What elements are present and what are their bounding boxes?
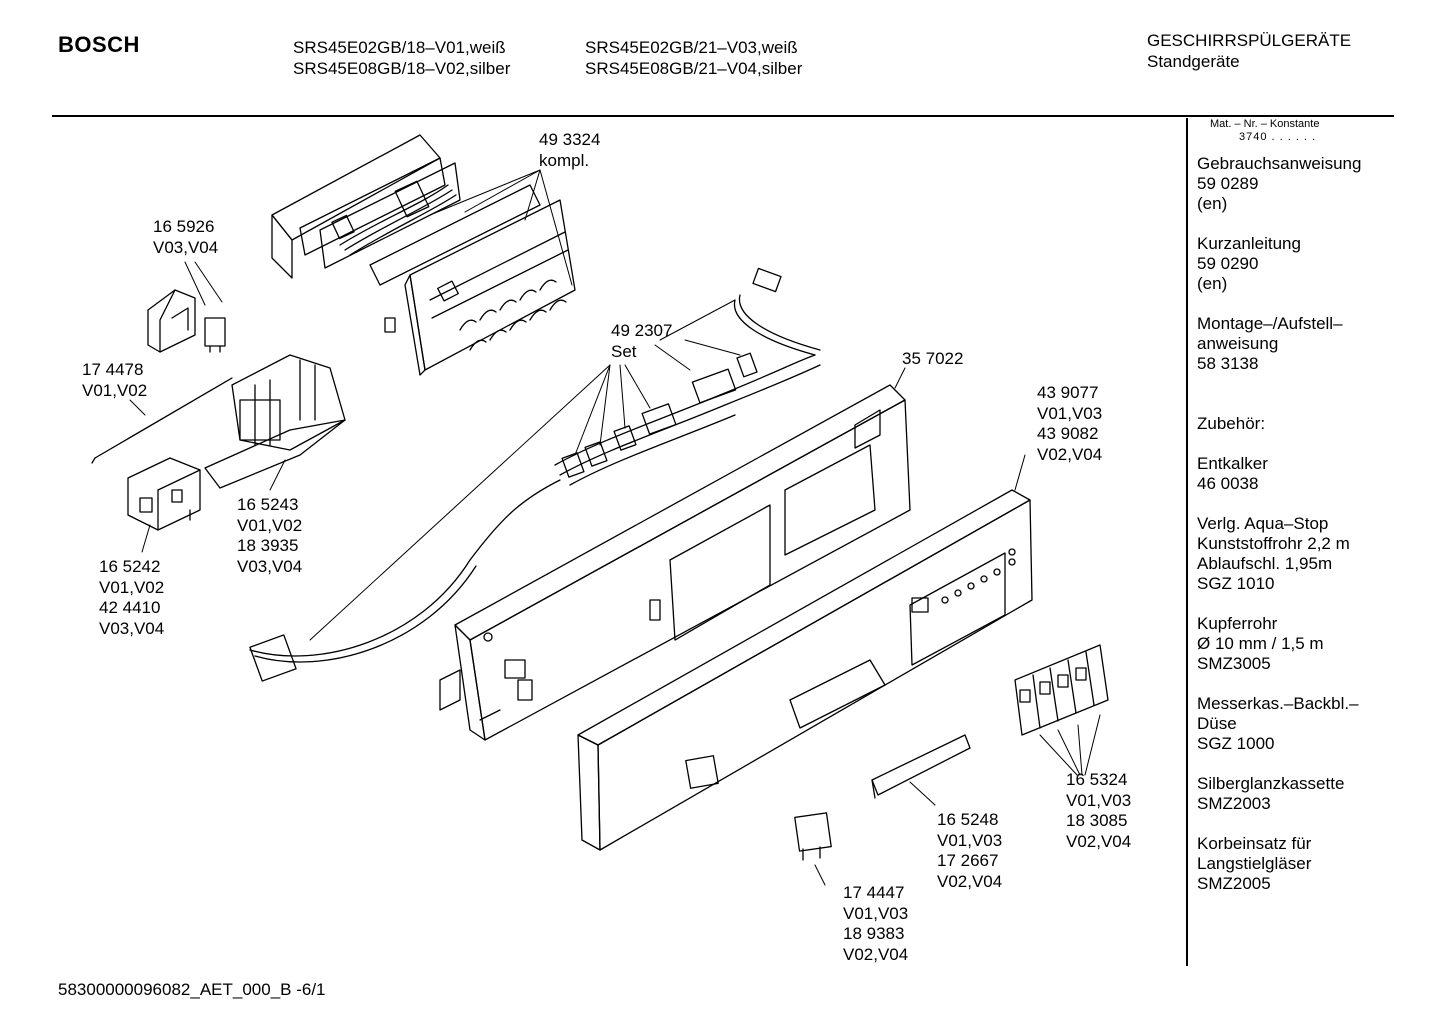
callout-door-lock: 16 5242 V01,V02 42 4410 V03,V04 xyxy=(99,557,165,638)
model-line: SRS45E08GB/21–V04,silber xyxy=(585,59,803,78)
callout-switch-cover: 16 5926 V03,V04 xyxy=(153,217,219,257)
sidebar-acc-descaler: Entkalker 46 0038 xyxy=(1197,454,1268,493)
category-subtitle: Standgeräte xyxy=(1147,52,1240,71)
callout-control-module: 49 3324 kompl. xyxy=(539,130,601,170)
sidebar-acc-nozzle: Messerkas.–Backbl.– Düse SGZ 1000 xyxy=(1197,694,1359,753)
callout-housing: 16 5243 V01,V02 18 3935 V03,V04 xyxy=(237,495,303,576)
sidebar-acc-copperpipe: Kupferrohr Ø 10 mm / 1,5 m SMZ3005 xyxy=(1197,614,1324,673)
sidebar-doc-quickguide: Kurzanleitung 59 0290 (en) xyxy=(1197,234,1301,293)
inner-panel-part xyxy=(439,384,911,741)
model-line: SRS45E02GB/18–V01,weiß xyxy=(293,38,506,57)
callout-light-guide: 16 5248 V01,V03 17 2667 V02,V04 xyxy=(937,810,1003,891)
light-guide-part xyxy=(871,734,971,799)
sidebar-acc-aquastop: Verlg. Aqua–Stop Kunststoffrohr 2,2 m Ab… xyxy=(1197,514,1350,593)
model-line: SRS45E02GB/21–V03,weiß xyxy=(585,38,798,57)
housing-part xyxy=(204,354,346,489)
category-title: GESCHIRRSPÜLGERÄTE xyxy=(1147,31,1352,50)
callout-knob: 17 4447 V01,V03 18 9383 V02,V04 xyxy=(843,883,909,964)
fascia-panel-part xyxy=(577,489,1033,851)
callout-button-set: 16 5324 V01,V03 18 3085 V02,V04 xyxy=(1066,770,1132,851)
sidebar-accessories-heading: Zubehör: xyxy=(1197,414,1266,433)
header-divider xyxy=(52,115,1394,117)
sidebar-acc-silvercassette: Silberglanzkassette SMZ2003 xyxy=(1197,774,1345,813)
callout-wire: 17 4478 V01,V02 xyxy=(82,360,148,400)
button-set-part xyxy=(1014,644,1109,736)
exploded-parts-drawing xyxy=(91,134,1109,886)
sidebar-doc-manual: Gebrauchsanweisung 59 0289 (en) xyxy=(1197,154,1362,213)
brand-logo: BOSCH xyxy=(58,32,140,57)
control-module-part xyxy=(271,134,576,376)
callout-inner-panel: 35 7022 xyxy=(902,349,964,368)
sidebar: Mat. – Nr. – Konstante 3740 . . . . . . … xyxy=(1197,118,1397,894)
model-list-2: SRS45E02GB/21–V03,weiß SRS45E08GB/21–V04… xyxy=(585,37,802,79)
sidebar-acc-basketinsert: Korbeinsatz für Langstielgläser SMZ2005 xyxy=(1197,834,1312,893)
knob-part xyxy=(794,812,832,861)
sidebar-divider xyxy=(1186,118,1188,966)
callout-cable-harness: 49 2307 Set xyxy=(611,321,673,361)
switch-cover-part xyxy=(147,289,226,353)
model-list-1: SRS45E02GB/18–V01,weiß SRS45E08GB/18–V02… xyxy=(293,37,510,79)
sidebar-doc-install: Montage–/Aufstell– anweisung 58 3138 xyxy=(1197,314,1343,373)
category: GESCHIRRSPÜLGERÄTE Standgeräte xyxy=(1147,30,1351,72)
cable-harness-part xyxy=(249,267,821,682)
document-id: 58300000096082_AET_000_B -6/1 xyxy=(58,980,326,999)
mat-number-header: Mat. – Nr. – Konstante xyxy=(1210,118,1320,130)
callout-fascia-panel: 43 9077 V01,V03 43 9082 V02,V04 xyxy=(1037,383,1103,464)
wire-part xyxy=(91,377,233,464)
model-line: SRS45E08GB/18–V02,silber xyxy=(293,59,511,78)
mat-number-value: 3740 . . . . . . xyxy=(1239,131,1317,143)
door-lock-part xyxy=(127,457,201,531)
leader-lines xyxy=(129,169,1101,886)
